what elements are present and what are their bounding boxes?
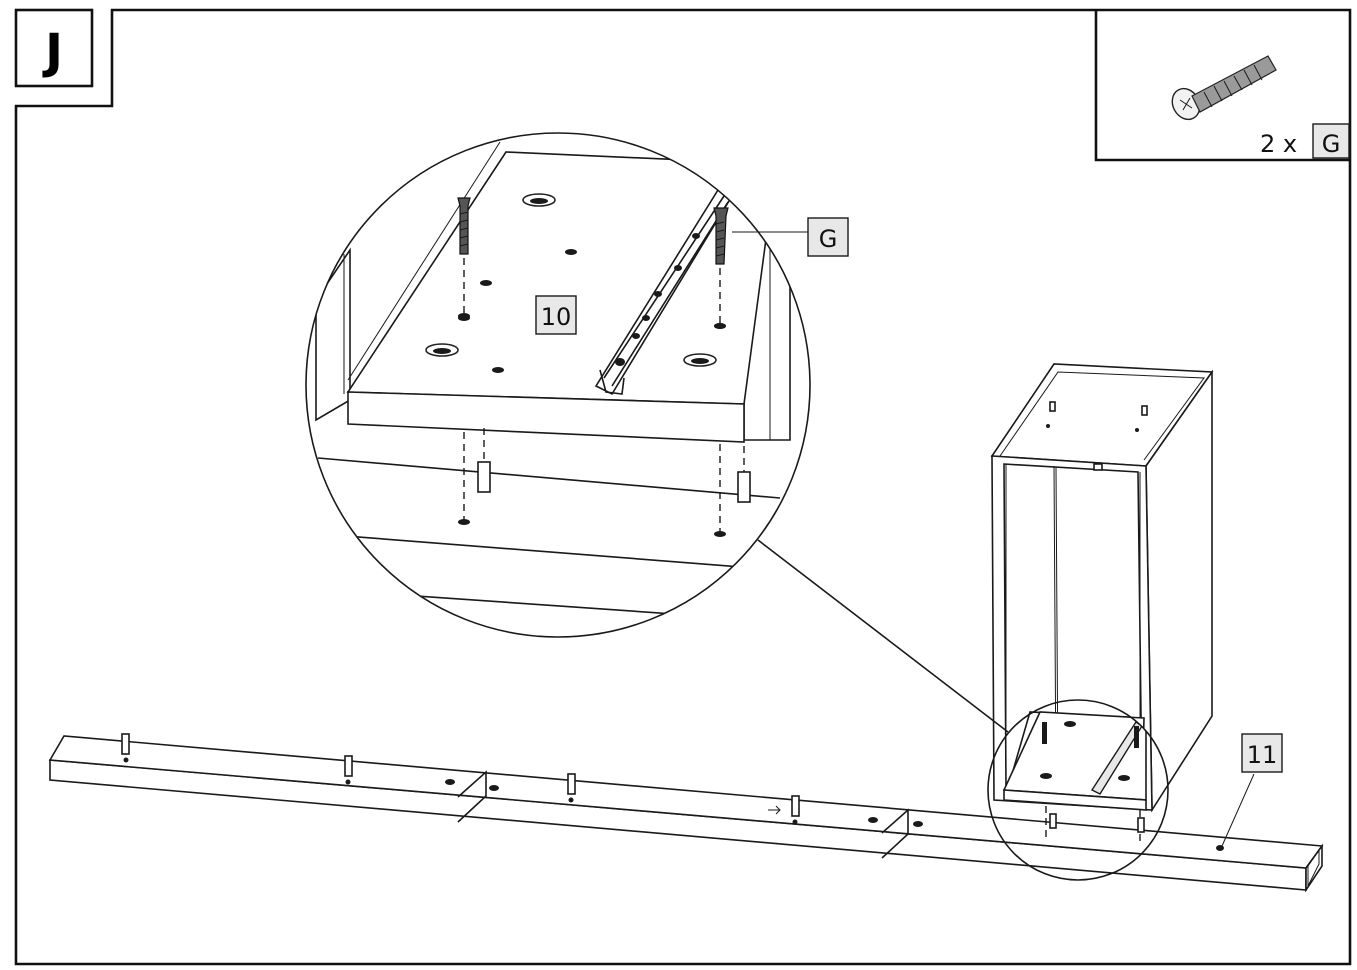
part-code-box: G	[1322, 130, 1341, 158]
detail-circle-zoom	[305, 132, 811, 638]
page-frame	[14, 8, 1352, 966]
parts-box: 2 x G	[1094, 10, 1350, 162]
step-badge: J	[14, 8, 94, 88]
dowel-pins	[121, 733, 800, 825]
step-letter: J	[42, 24, 63, 80]
screw-label: G	[819, 225, 838, 253]
callout-10: 10	[535, 295, 577, 335]
plinth-label: 11	[1247, 741, 1278, 769]
screw-icon	[1171, 55, 1277, 121]
plinth-rail	[48, 733, 1324, 893]
callout-11: 11	[1241, 733, 1283, 773]
quantity-text: 2 x	[1260, 130, 1297, 158]
drawer-runner	[594, 188, 734, 396]
screw-g-right	[713, 207, 729, 265]
screw-g-left	[457, 197, 471, 255]
callout-g: G	[807, 217, 849, 257]
panel-label: 10	[541, 303, 572, 331]
